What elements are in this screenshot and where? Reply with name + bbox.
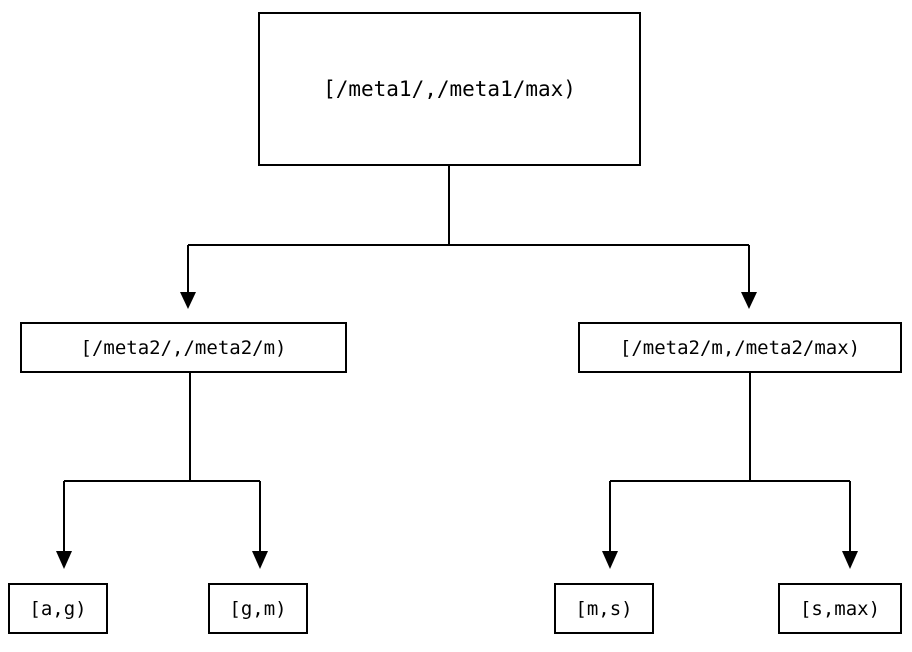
node-leaf-m-s[interactable]: [m,s) — [554, 583, 654, 634]
node-mid-left[interactable]: [/meta2/,/meta2/m) — [20, 322, 347, 373]
node-mid-right[interactable]: [/meta2/m,/meta2/max) — [578, 322, 902, 373]
arrowhead-icon-to-mid-left — [180, 292, 196, 309]
arrowhead-icon-to-leaf-g-m — [252, 551, 268, 569]
edge-mid-right-to-leaves — [602, 373, 858, 569]
node-leaf-g-m[interactable]: [g,m) — [208, 583, 308, 634]
arrowhead-icon-to-mid-right — [741, 292, 757, 309]
node-leaf-s-max[interactable]: [s,max) — [778, 583, 902, 634]
edge-root-to-mids — [180, 166, 757, 309]
node-leaf-a-g[interactable]: [a,g) — [8, 583, 108, 634]
edge-mid-left-to-leaves — [56, 373, 268, 569]
arrowhead-icon-to-leaf-m-s — [602, 551, 618, 569]
node-root[interactable]: [/meta1/,/meta1/max) — [258, 12, 641, 166]
arrowhead-icon-to-leaf-s-max — [842, 551, 858, 569]
arrowhead-icon-to-leaf-a-g — [56, 551, 72, 569]
